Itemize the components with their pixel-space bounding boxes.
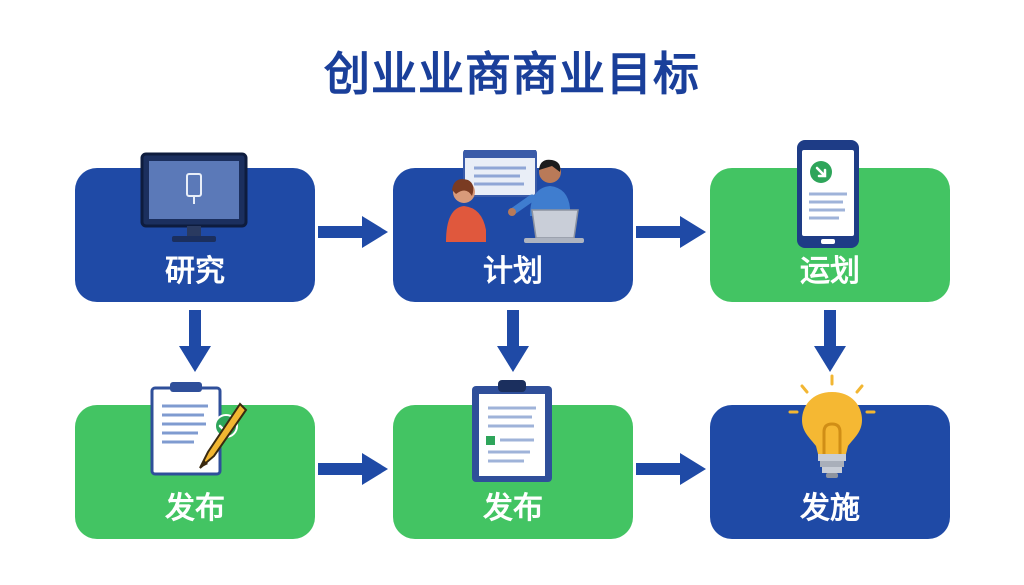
- monitor-icon: [140, 152, 248, 242]
- node-label: 计划: [483, 254, 543, 289]
- checklist-pen-icon: [150, 382, 248, 476]
- clipboard-icon: [472, 380, 552, 482]
- node-label: 发施: [800, 491, 860, 526]
- meeting-icon: [446, 150, 584, 243]
- node-label: 运划: [800, 254, 860, 289]
- arrow-publish2-to-launch: [636, 453, 706, 485]
- arrow-research-to-publish1: [179, 310, 211, 372]
- arrow-research-to-plan: [318, 216, 388, 248]
- node-label: 发布: [483, 491, 543, 526]
- arrow-plan-to-publish2: [497, 310, 529, 372]
- node-label: 研究: [165, 254, 225, 289]
- diagram-title: 创业业商商业目标: [324, 47, 700, 101]
- node-plan: 计划: [393, 168, 633, 302]
- arrow-plan-to-operate: [636, 216, 706, 248]
- arrow-operate-to-launch: [814, 310, 846, 372]
- node-label: 发布: [165, 491, 225, 526]
- arrow-publish1-to-publish2: [318, 453, 388, 485]
- lightbulb-icon: [788, 374, 876, 478]
- smartphone-icon: [797, 140, 859, 248]
